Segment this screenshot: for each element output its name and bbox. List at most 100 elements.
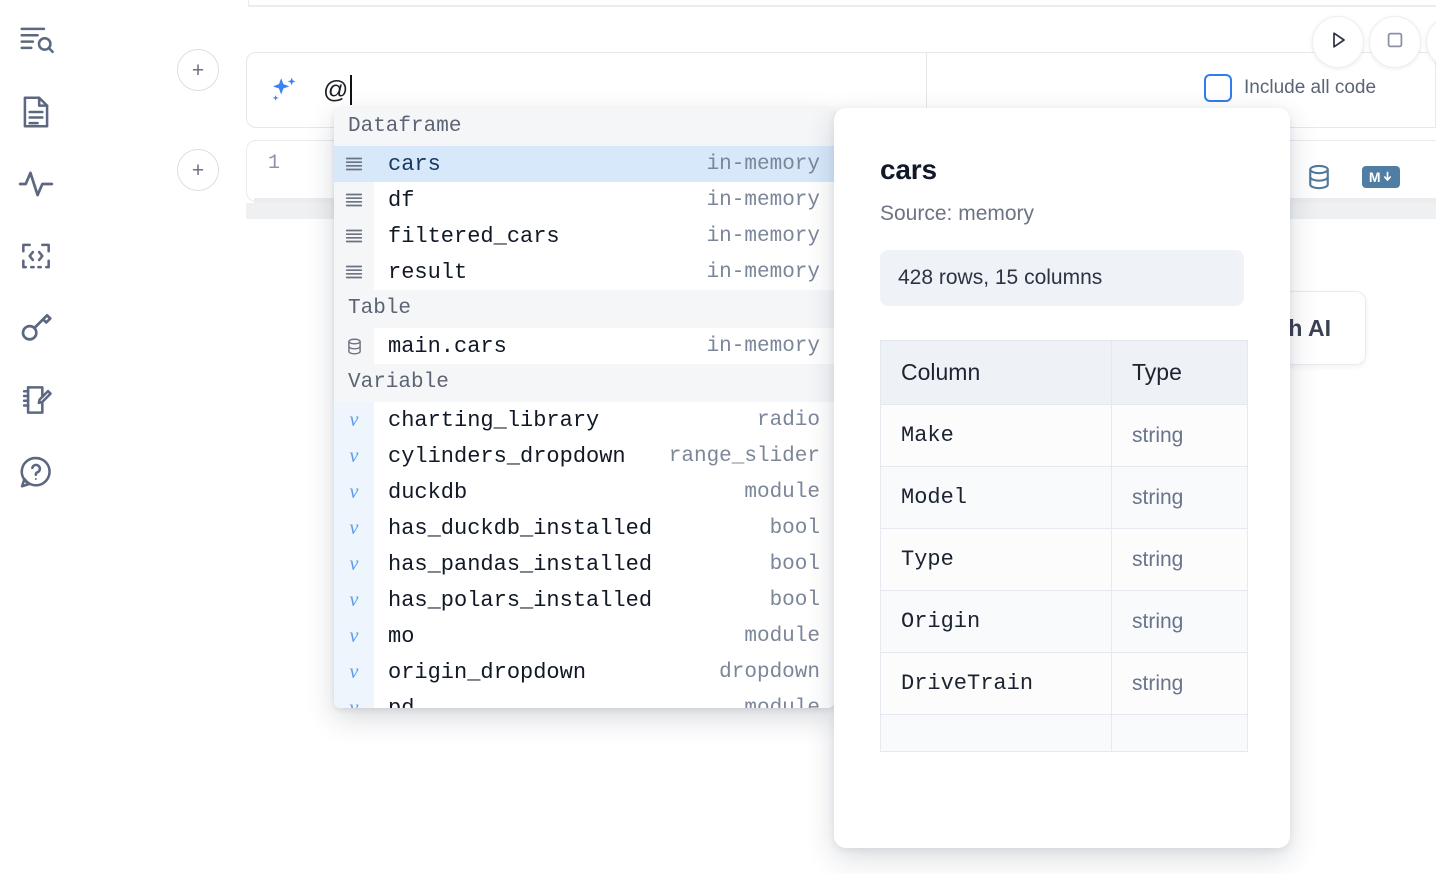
variable-icon: v [334,582,374,618]
prompt-divider [926,52,927,128]
markdown-letter: M [1368,169,1381,185]
run-button[interactable] [1312,16,1364,68]
autocomplete-item-name: origin_dropdown [388,659,587,685]
column-name-cell: DriveTrain [880,652,1112,715]
autocomplete-item-meta: bool [769,552,820,576]
sidebar-item-snippets[interactable] [12,232,60,280]
dataframe-icon [334,254,374,290]
sidebar-item-activity[interactable] [12,160,60,208]
panel-top-edge [248,0,1436,6]
autocomplete-item-meta: in-memory [706,260,820,284]
sidebar-item-scratchpad[interactable] [12,376,60,424]
cell-toolbar: M [1304,162,1400,192]
sidebar-item-notebook[interactable] [12,88,60,136]
autocomplete-item[interactable]: main.cars in-memory [334,328,834,364]
code-line-number: 1 [268,152,281,175]
activity-icon [17,165,55,203]
autocomplete-item-meta: range_slider [668,444,820,468]
autocomplete-item[interactable]: v has_polars_installed bool [334,582,834,618]
autocomplete-item-name: has_polars_installed [388,587,653,613]
autocomplete-item-meta: in-memory [706,334,820,358]
column-type-cell: string [1111,404,1248,467]
variable-icon: v [334,690,374,708]
table-column-header: Column [880,340,1112,405]
table-row [880,714,1248,752]
text-caret [349,75,352,105]
column-type-cell [1111,714,1248,752]
table-column-header: Type [1111,340,1248,405]
autocomplete-item-name: has_pandas_installed [388,551,653,577]
include-all-code-checkbox[interactable] [1204,74,1232,102]
column-type-cell: string [1111,466,1248,529]
autocomplete-item-name: mo [388,623,415,649]
column-name-cell: Type [880,528,1112,591]
autocomplete-item-name: has_duckdb_installed [388,515,653,541]
column-type-cell: string [1111,590,1248,653]
autocomplete-item-name: pd [388,695,415,709]
include-all-code-row[interactable]: Include all code [1204,74,1376,102]
autocomplete-item-meta: in-memory [706,224,820,248]
autocomplete-item-name: main.cars [388,333,507,359]
key-icon [17,309,55,347]
include-all-code-label: Include all code [1244,77,1377,98]
sidebar-item-help[interactable] [12,448,60,496]
column-name-cell: Model [880,466,1112,529]
autocomplete-item[interactable]: result in-memory [334,254,834,290]
autocomplete-item-name: result [388,259,468,285]
variable-icon: v [334,474,374,510]
database-icon[interactable] [1304,162,1334,192]
autocomplete-item-meta: module [744,480,820,504]
preview-source: Source: memory [880,202,1035,225]
autocomplete-item[interactable]: cars in-memory [334,146,834,182]
column-type-cell: string [1111,652,1248,715]
variable-icon: v [334,402,374,438]
column-type-cell: string [1111,528,1248,591]
variable-icon: v [334,438,374,474]
column-name-cell [880,714,1112,752]
stop-button[interactable] [1369,16,1421,68]
notebook-pencil-icon [17,381,55,419]
sidebar-item-explore[interactable] [12,16,60,64]
autocomplete-item[interactable]: v cylinders_dropdown range_slider [334,438,834,474]
add-cell-below-button[interactable]: + [177,149,219,191]
autocomplete-item-name: cars [388,151,441,177]
autocomplete-item-name: cylinders_dropdown [388,443,626,469]
add-cell-above-button[interactable]: + [177,49,219,91]
dataframe-icon [334,182,374,218]
file-search-icon [17,21,55,59]
autocomplete-group-header: Dataframe [334,108,834,146]
table-icon [334,328,374,364]
dataframe-icon [334,146,374,182]
autocomplete-item-meta: in-memory [706,152,820,176]
autocomplete-item-name: df [388,187,415,213]
stop-square-icon [1384,29,1406,56]
autocomplete-item-meta: bool [769,588,820,612]
preview-shape-badge: 428 rows, 15 columns [880,250,1244,306]
ai-prompt-input[interactable]: @ [323,75,349,104]
variable-icon: v [334,618,374,654]
column-name-cell: Origin [880,590,1112,653]
autocomplete-item-meta: bool [769,516,820,540]
markdown-icon[interactable]: M [1361,166,1400,188]
sidebar-item-secrets[interactable] [12,304,60,352]
